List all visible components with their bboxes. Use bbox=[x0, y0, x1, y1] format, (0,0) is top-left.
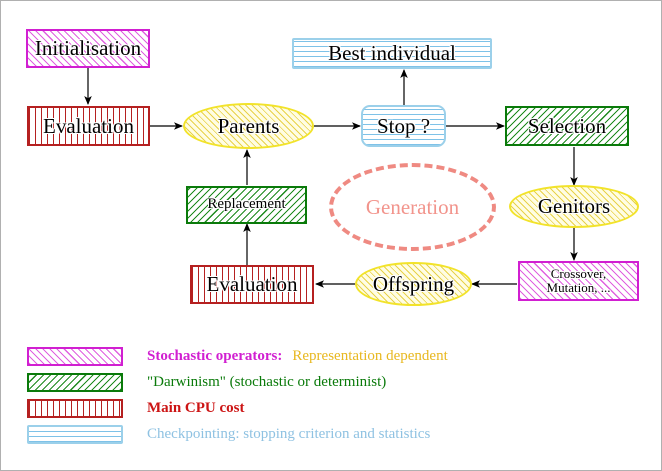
node-genitors[interactable]: Genitors bbox=[509, 185, 639, 228]
legend-row-main-cpu-cost[interactable]: Main CPU cost bbox=[27, 399, 245, 418]
legend-swatch-green-diagonal bbox=[27, 373, 123, 392]
node-initialisation-label: Initialisation bbox=[34, 36, 142, 61]
node-evaluation-bottom-label: Evaluation bbox=[206, 272, 298, 297]
legend-swatch-red-vertical bbox=[27, 399, 123, 418]
node-parents-label: Parents bbox=[217, 113, 280, 138]
legend-swatch-magenta-diagonal bbox=[27, 347, 123, 366]
legend-row-stochastic-operators[interactable]: Stochastic operators: Representation depe… bbox=[27, 347, 448, 366]
node-replacement[interactable]: Replacement bbox=[186, 186, 307, 224]
node-best-individual-label: Best individual bbox=[328, 41, 456, 66]
legend-label-main-cpu-cost: Main CPU cost bbox=[147, 400, 245, 416]
node-initialisation[interactable]: Initialisation bbox=[26, 29, 150, 68]
node-offspring-label: Offspring bbox=[372, 271, 455, 296]
legend-label-representation-dependent: Representation dependent bbox=[292, 348, 448, 364]
node-generation: Generation bbox=[329, 163, 496, 251]
legend-row-darwinism[interactable]: "Darwinism" (stochastic or determinist) bbox=[27, 373, 386, 392]
node-offspring[interactable]: Offspring bbox=[355, 262, 472, 306]
legend-row-checkpointing[interactable]: Checkpointing: stopping criterion and st… bbox=[27, 425, 430, 444]
node-selection-label: Selection bbox=[527, 113, 607, 138]
node-evaluation-top-label: Evaluation bbox=[43, 113, 134, 138]
node-stop[interactable]: Stop ? bbox=[361, 105, 446, 147]
legend-label-darwinism: "Darwinism" (stochastic or determinist) bbox=[147, 374, 387, 390]
legend-label-checkpointing: Checkpointing: stopping criterion and st… bbox=[147, 426, 431, 442]
node-stop-label: Stop ? bbox=[376, 113, 431, 138]
legend-label-stochastic-operators: Stochastic operators: Representation depe… bbox=[147, 348, 448, 365]
node-selection[interactable]: Selection bbox=[505, 106, 629, 146]
node-evaluation-bottom[interactable]: Evaluation bbox=[190, 265, 314, 304]
node-genitors-label: Genitors bbox=[537, 194, 611, 219]
node-crossover-mutation[interactable]: Crossover, Mutation, ... bbox=[518, 261, 639, 301]
node-generation-label: Generation bbox=[365, 194, 460, 219]
node-parents[interactable]: Parents bbox=[183, 103, 314, 149]
legend-label-stochastic-operators-main: Stochastic operators: bbox=[147, 348, 283, 364]
node-replacement-label: Replacement bbox=[207, 196, 286, 213]
node-evaluation-top[interactable]: Evaluation bbox=[27, 106, 150, 146]
legend-swatch-blue-horizontal bbox=[27, 425, 123, 444]
node-best-individual[interactable]: Best individual bbox=[292, 38, 492, 69]
node-crossover-mutation-label: Crossover, Mutation, ... bbox=[546, 266, 611, 295]
